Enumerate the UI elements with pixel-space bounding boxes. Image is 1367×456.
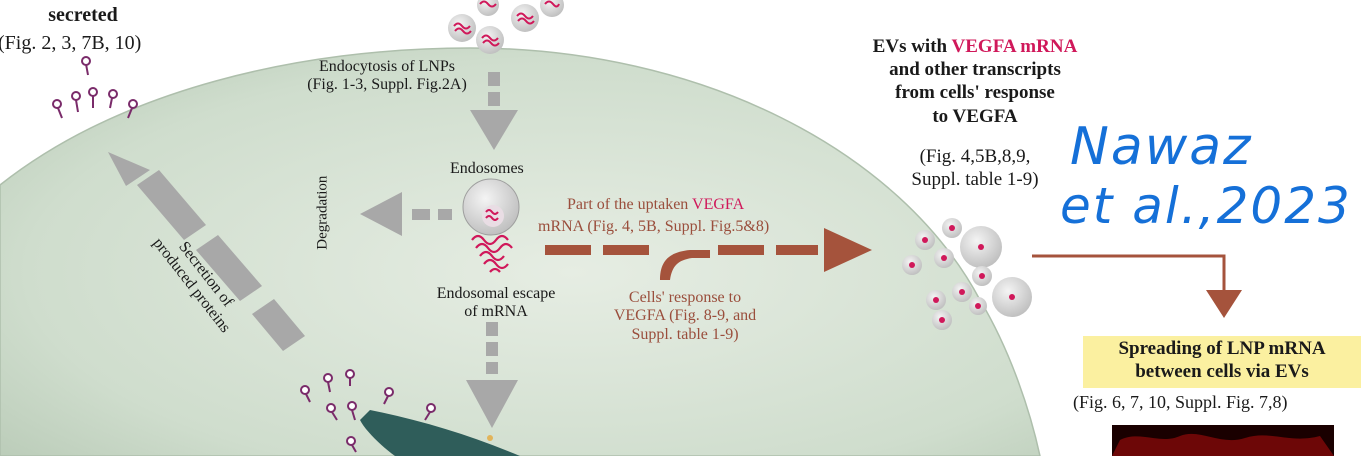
top-left-secreted: secreted	[48, 4, 118, 26]
spreading-refs: (Fig. 6, 7, 10, Suppl. Fig. 7,8)	[1073, 392, 1288, 412]
evs-refs2: Suppl. table 1-9)	[911, 168, 1039, 190]
handwriting-line2: et al.,2023	[1060, 177, 1352, 235]
escape-line1: Endosomal escape	[436, 285, 556, 302]
evs-refs1: (Fig. 4,5B,8,9,	[919, 146, 1031, 167]
uptaken-line2: mRNA (Fig. 4, 5B, Suppl. Fig.5&8)	[538, 218, 770, 235]
spreading-title: Spreading of LNP mRNA between cells via …	[1083, 338, 1361, 384]
response-label: Cells' response to VEGFA (Fig. 8-9, and …	[590, 289, 780, 344]
escape-down-arrow	[466, 322, 518, 428]
endocytosis-label: Endocytosis of LNPs (Fig. 1-3, Suppl. Fi…	[282, 58, 492, 95]
uptaken-vegfa: VEGFA	[692, 196, 745, 213]
degradation-label: Degradation	[314, 175, 331, 250]
spreading-line2: between cells via EVs	[1135, 360, 1309, 382]
secreted-proteins	[52, 56, 138, 119]
secretion-arrow	[108, 152, 305, 351]
escape-label: Endosomal escape of mRNA	[406, 285, 586, 322]
evs-line1: EVs with VEGFA mRNA	[820, 35, 1130, 58]
escaped-mrna	[471, 234, 513, 273]
cell-body	[0, 47, 1041, 456]
endocytosis-line1: Endocytosis of LNPs	[319, 58, 455, 75]
evs-line2: and other transcripts	[889, 59, 1061, 81]
spreading-line1: Spreading of LNP mRNA	[1118, 338, 1326, 359]
uptaken-line1: Part of the uptaken VEGFA	[567, 196, 744, 214]
uptaken-mrna-arrow	[545, 228, 872, 280]
uptaken-prefix: Part of the uptaken	[567, 196, 693, 213]
escape-line2: of mRNA	[464, 303, 528, 321]
response-line2: VEGFA (Fig. 8-9, and	[613, 307, 757, 325]
golgi-apparatus	[360, 410, 520, 456]
top-left-refs: (Fig. 2, 3, 7B, 10)	[0, 32, 142, 54]
produced-proteins	[300, 369, 436, 453]
response-line3: Suppl. table 1-9)	[631, 325, 739, 343]
ev-cluster	[902, 218, 1032, 330]
evs-label: EVs with VEGFA mRNA and other transcript…	[820, 35, 1130, 128]
evs-refs: (Fig. 4,5B,8,9, Suppl. table 1-9)	[880, 146, 1070, 192]
evs-line4: to VEGFA	[932, 105, 1018, 127]
evs-vegfa: VEGFA mRNA	[951, 36, 1078, 57]
handwriting-line1: Nawaz	[1070, 117, 1253, 177]
lnp-particles	[448, 0, 564, 54]
endocytosis-arrow	[470, 72, 518, 150]
response-line1: Cells' response to	[628, 289, 742, 306]
spreading-highlight	[1083, 336, 1361, 388]
evs-line3: from cells' response	[895, 82, 1055, 104]
endosomes-label: Endosomes	[450, 160, 524, 177]
endosome	[462, 178, 520, 273]
degradation-arrow	[360, 192, 452, 236]
endocytosis-line2: (Fig. 1-3, Suppl. Fig.2A)	[307, 76, 467, 94]
spreading-arrow	[1032, 254, 1242, 318]
evs-prefix: EVs with	[872, 36, 952, 57]
